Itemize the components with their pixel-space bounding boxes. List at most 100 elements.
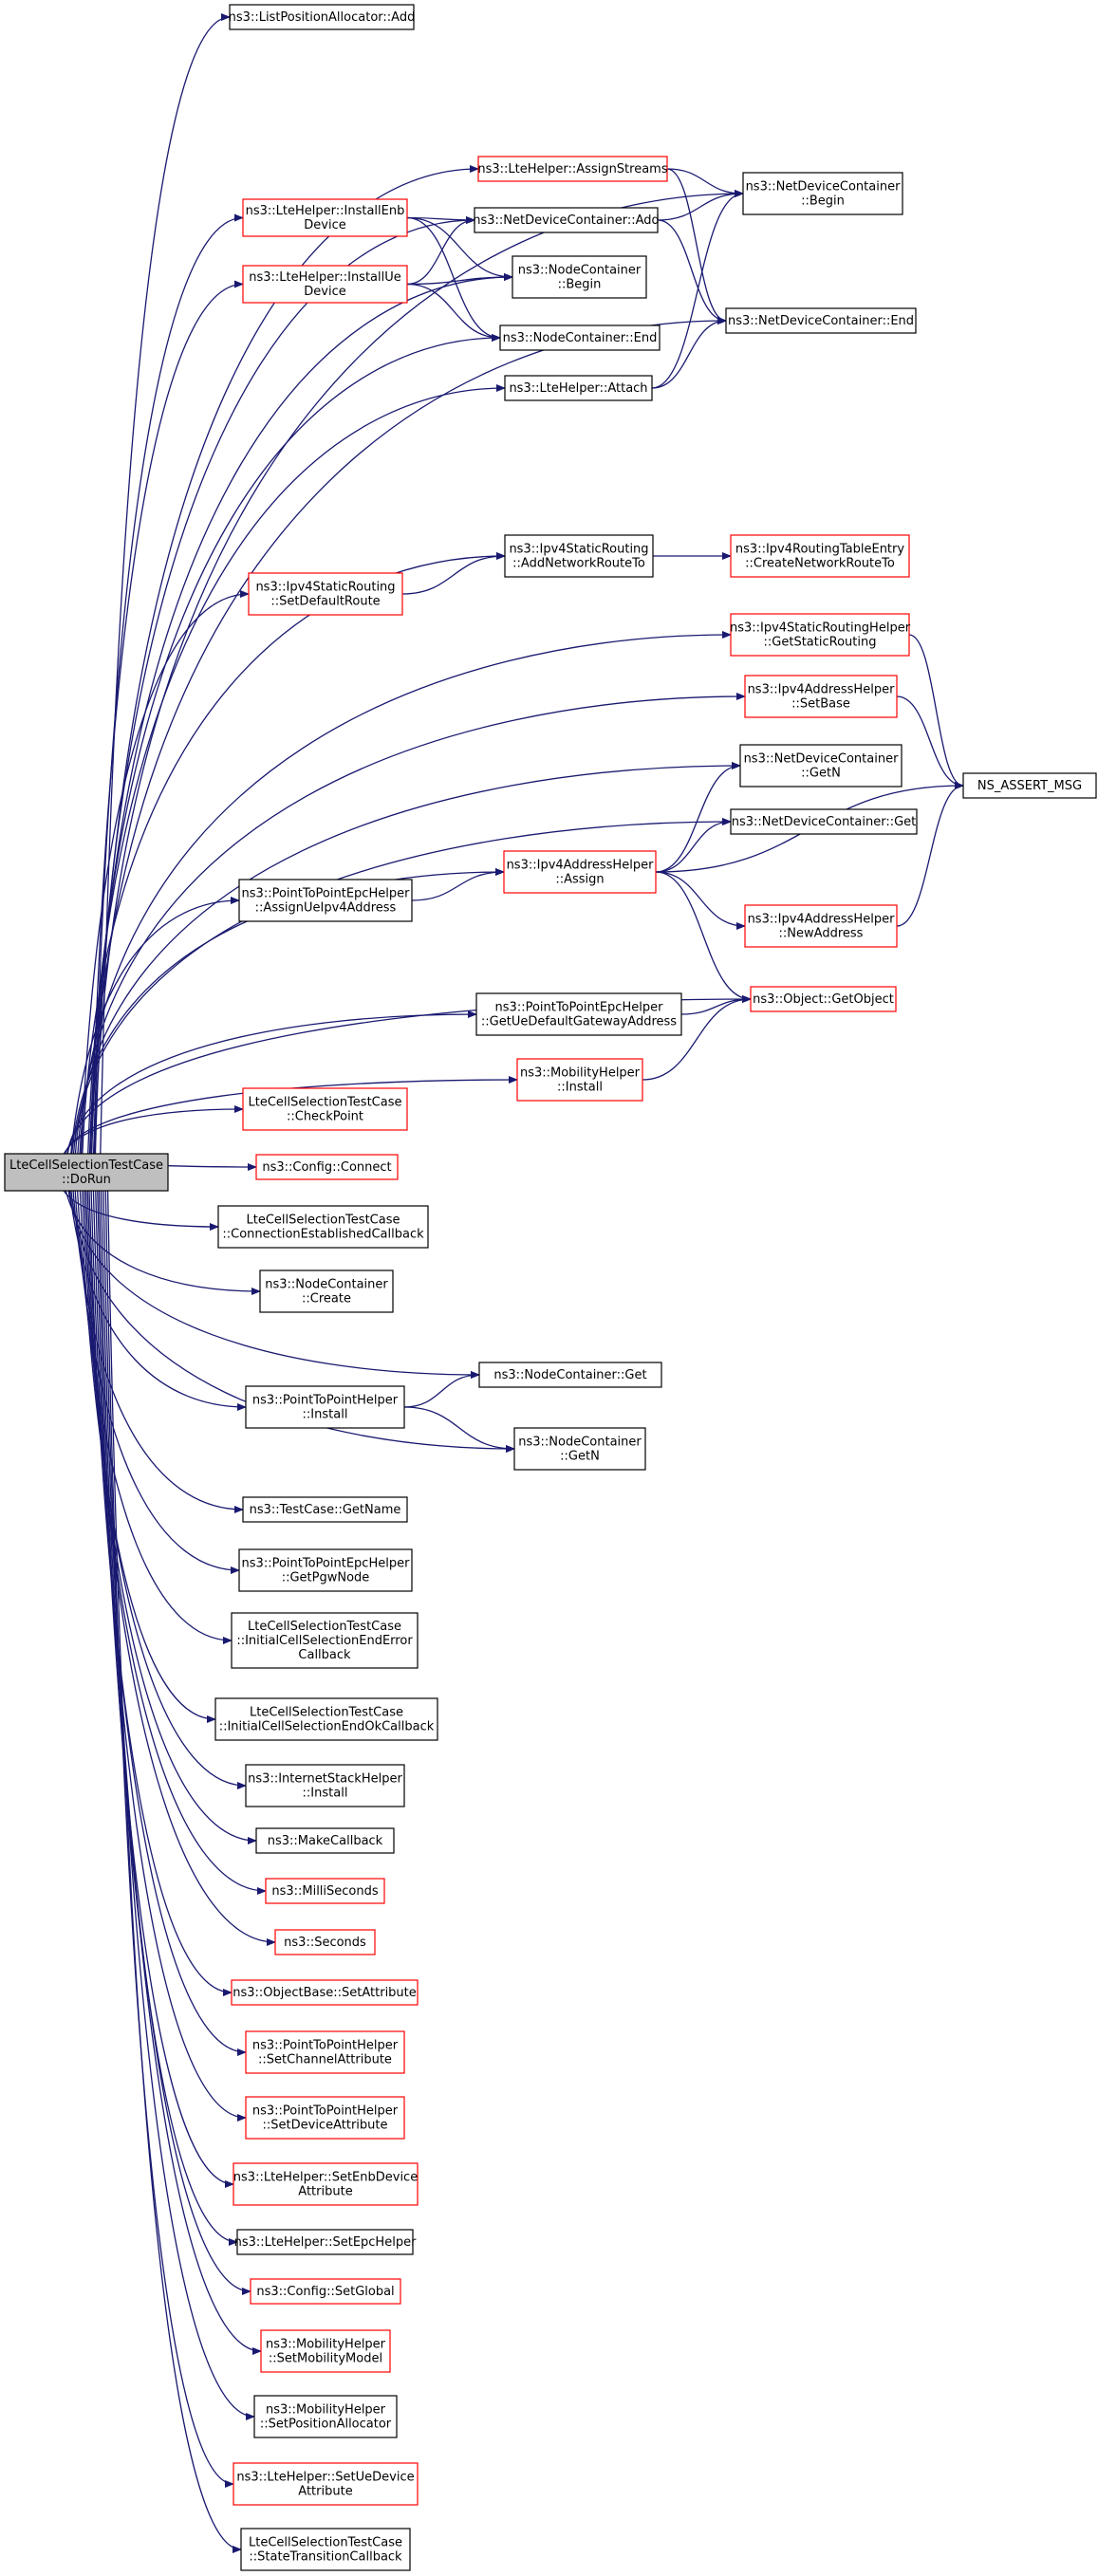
node-label: ns3::TestCase::GetName — [250, 1503, 401, 1517]
node-label: LteCellSelectionTestCase — [248, 1620, 401, 1634]
graph-node-set-global[interactable]: ns3::Config::SetGlobal — [250, 2278, 401, 2305]
graph-node-set-dev-attr[interactable]: ns3::PointToPointHelper::SetDeviceAttrib… — [245, 2096, 405, 2140]
node-box — [214, 1697, 438, 1741]
graph-node-nc-getn: ns3::NodeContainer::GetN — [513, 1427, 646, 1471]
node-box — [739, 744, 903, 788]
graph-node-get-static[interactable]: ns3::Ipv4StaticRoutingHelper::GetStaticR… — [730, 613, 911, 657]
graph-node-root: LteCellSelectionTestCase::DoRun — [4, 1153, 169, 1192]
graph-node-ipv4-assign[interactable]: ns3::Ipv4AddressHelper::Assign — [503, 850, 657, 894]
call-edge-root-to-mob_install — [64, 1076, 518, 1155]
graph-node-ndc-end: ns3::NetDeviceContainer::End — [725, 307, 917, 334]
graph-node-conn-est: LteCellSelectionTestCase::ConnectionEsta… — [217, 1205, 429, 1249]
node-label: ns3::NodeContainer — [265, 1278, 388, 1292]
node-label: ns3::Seconds — [284, 1936, 366, 1950]
call-edge-get_gw-to-get_object — [680, 995, 752, 1015]
node-box — [260, 2329, 391, 2373]
node-label: ::Create — [302, 1292, 351, 1307]
graph-node-assign-streams[interactable]: ns3::LteHelper::AssignStreams — [477, 156, 668, 182]
graph-node-set-attr[interactable]: ns3::ObjectBase::SetAttribute — [231, 1979, 419, 2006]
node-box — [231, 1979, 419, 2006]
node-label: ns3::Ipv4StaticRoutingHelper — [730, 621, 911, 636]
call-edge-root-to-ndc_add — [93, 216, 475, 1155]
node-box — [242, 198, 408, 237]
node-box — [255, 1154, 399, 1180]
graph-node-set-base[interactable]: ns3::Ipv4AddressHelper::SetBase — [744, 675, 898, 718]
node-label: ns3::NetDeviceContainer::Add — [473, 213, 660, 228]
call-edge-root-to-assign_streams — [94, 165, 479, 1155]
node-box — [475, 992, 682, 1036]
node-label: ns3::PointToPointHelper — [252, 1394, 399, 1408]
graph-node-checkpoint[interactable]: LteCellSelectionTestCase::CheckPoint — [242, 1087, 408, 1131]
edges-layer — [62, 13, 964, 2553]
node-box — [730, 534, 910, 578]
call-edge-attach-to-ndc_begin — [651, 190, 744, 389]
node-label: ::CreateNetworkRouteTo — [745, 557, 895, 571]
graph-node-p2p-install: ns3::PointToPointHelper::Install — [245, 1385, 405, 1429]
call-edge-root-to-set_attr — [88, 1190, 233, 1996]
node-label: ::Install — [303, 1408, 348, 1422]
node-label: LteCellSelectionTestCase — [249, 2536, 402, 2550]
call-edge-mob_install-to-get_object — [642, 995, 752, 1081]
graph-node-seconds[interactable]: ns3::Seconds — [274, 1929, 376, 1955]
graph-node-set-epc: ns3::LteHelper::SetEpcHelper — [234, 2229, 417, 2255]
graph-node-create-route[interactable]: ns3::Ipv4RoutingTableEntry::CreateNetwor… — [730, 534, 910, 578]
node-box — [512, 255, 647, 299]
node-label: ns3::Ipv4StaticRouting — [509, 543, 648, 557]
call-edge-root-to-nc_begin — [91, 273, 513, 1155]
call-edge-root-to-nc_create — [65, 1190, 261, 1295]
node-box — [4, 1153, 169, 1192]
graph-node-inet-install: ns3::InternetStackHelper::Install — [245, 1764, 405, 1807]
graph-node-mob-install[interactable]: ns3::MobilityHelper::Install — [516, 1058, 643, 1102]
node-label: ::GetUeDefaultGatewayAddress — [481, 1015, 677, 1029]
node-label: ns3::PointToPointEpcHelper — [242, 1557, 411, 1571]
graph-node-get-gw: ns3::PointToPointEpcHelper::GetUeDefault… — [475, 992, 682, 1036]
node-label: ::SetPositionAllocator — [260, 2418, 392, 2432]
node-box — [255, 1827, 395, 1854]
node-label: ::Install — [557, 1081, 603, 1095]
node-label: NS_ASSERT_MSG — [977, 779, 1082, 793]
graph-node-set-default[interactable]: ns3::Ipv4StaticRouting::SetDefaultRoute — [248, 572, 403, 616]
graph-node-millis[interactable]: ns3::MilliSeconds — [265, 1878, 385, 1904]
call-edge-root-to-set_default — [80, 590, 250, 1155]
node-label: ns3::PointToPointHelper — [252, 2104, 399, 2119]
call-edge-root-to-set_mob_model — [100, 1190, 262, 2355]
graph-node-config-connect[interactable]: ns3::Config::Connect — [255, 1154, 399, 1180]
graph-node-attach: ns3::LteHelper::Attach — [504, 375, 653, 401]
node-label: ns3::MobilityHelper — [266, 2338, 386, 2352]
call-edge-new_address-to-ns_assert — [896, 782, 964, 927]
node-label: ns3::InternetStackHelper — [248, 1772, 402, 1787]
node-label: ::SetDeviceAttribute — [263, 2119, 388, 2133]
node-box — [477, 156, 668, 182]
node-box — [478, 1362, 662, 1388]
node-box — [503, 850, 657, 894]
call-edge-root-to-get_gw — [66, 1010, 477, 1155]
call-edge-ipv4_assign-to-ndc_getn — [655, 762, 741, 873]
node-label: ns3::NodeContainer::Get — [493, 1368, 646, 1382]
graph-node-p2p-assign-ue: ns3::PointToPointEpcHelper::AssignUeIpv4… — [238, 879, 413, 922]
call-edge-install_ue-to-nc_begin — [406, 273, 513, 286]
call-edge-p2p_install-to-nc_getn — [403, 1406, 515, 1453]
node-label: ::Begin — [558, 278, 602, 292]
node-label: ::GetN — [801, 767, 841, 781]
graph-node-get-object[interactable]: ns3::Object::GetObject — [750, 986, 897, 1012]
call-edge-ndc_add-to-ndc_begin — [657, 190, 744, 221]
call-edge-root-to-checkpoint — [63, 1105, 244, 1155]
call-edge-root-to-set_global — [98, 1190, 251, 2295]
node-label: ::SetBase — [791, 697, 850, 712]
node-label: ::GetN — [560, 1450, 600, 1464]
node-label: ns3::Ipv4AddressHelper — [507, 859, 655, 873]
call-edge-root-to-install_enb — [93, 213, 244, 1155]
graph-node-nc-begin: ns3::NodeContainer::Begin — [512, 255, 647, 299]
node-box — [217, 1205, 429, 1249]
node-box — [750, 986, 897, 1012]
call-edge-root-to-set_ue_attr — [104, 1190, 234, 2488]
graph-node-new-address[interactable]: ns3::Ipv4AddressHelper::NewAddress — [744, 904, 898, 948]
node-label: ns3::Ipv4AddressHelper — [748, 683, 896, 697]
graph-node-set-mob-model[interactable]: ns3::MobilityHelper::SetMobilityModel — [260, 2329, 391, 2373]
graph-node-set-chan-attr[interactable]: ns3::PointToPointHelper::SetChannelAttri… — [245, 2030, 405, 2074]
